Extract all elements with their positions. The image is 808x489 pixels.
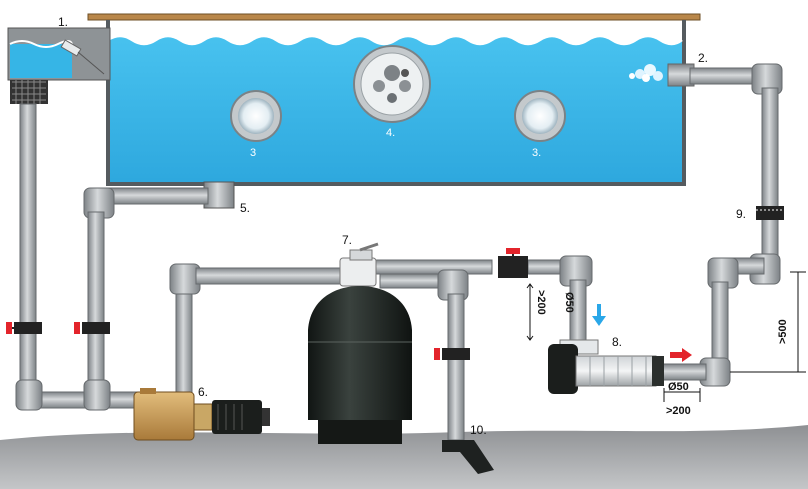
valve-filter-outlet bbox=[498, 248, 528, 278]
dim-min-vertical: >200 bbox=[535, 290, 547, 315]
dim-pipe-diameter-top: Ø50 bbox=[563, 292, 575, 313]
label-light-left: 3 bbox=[250, 147, 256, 159]
return-inlet bbox=[629, 63, 695, 87]
label-return-valve: 9. bbox=[736, 207, 746, 221]
waste-outlet bbox=[442, 440, 494, 474]
flow-in-arrow-icon bbox=[592, 304, 606, 326]
dimension-lines bbox=[526, 271, 806, 402]
pool-light-left-icon bbox=[230, 90, 282, 142]
label-light-right: 3. bbox=[532, 147, 541, 159]
label-heat-pump: 8. bbox=[612, 335, 622, 349]
label-return-inlet: 2. bbox=[698, 51, 708, 65]
sand-filter bbox=[308, 242, 412, 444]
pipework bbox=[15, 63, 783, 441]
dim-pipe-diameter-bottom: Ø50 bbox=[668, 381, 689, 393]
filter-pump bbox=[133, 388, 270, 441]
label-skimmer: 1. bbox=[58, 15, 68, 29]
heat-exchanger bbox=[548, 339, 664, 394]
valve-drain-line bbox=[74, 322, 110, 334]
label-waste-drain: 10. bbox=[470, 423, 487, 437]
label-multiport-valve: 7. bbox=[342, 233, 352, 247]
counter-current-unit-icon bbox=[353, 45, 431, 123]
label-counter-current: 4. bbox=[386, 127, 395, 139]
label-main-drain: 5. bbox=[240, 201, 250, 215]
pool-deck bbox=[87, 13, 701, 21]
flow-out-arrow-icon bbox=[670, 348, 692, 362]
valve-waste-line bbox=[434, 348, 470, 360]
pool-light-right-icon bbox=[514, 90, 566, 142]
label-filter-pump: 6. bbox=[198, 385, 208, 399]
skimmer bbox=[7, 27, 111, 104]
dim-height-min: >500 bbox=[777, 319, 789, 344]
dim-min-horizontal: >200 bbox=[666, 405, 691, 417]
ground bbox=[0, 425, 808, 489]
valve-return-line bbox=[756, 206, 784, 220]
valve-skimmer-line bbox=[6, 322, 42, 334]
